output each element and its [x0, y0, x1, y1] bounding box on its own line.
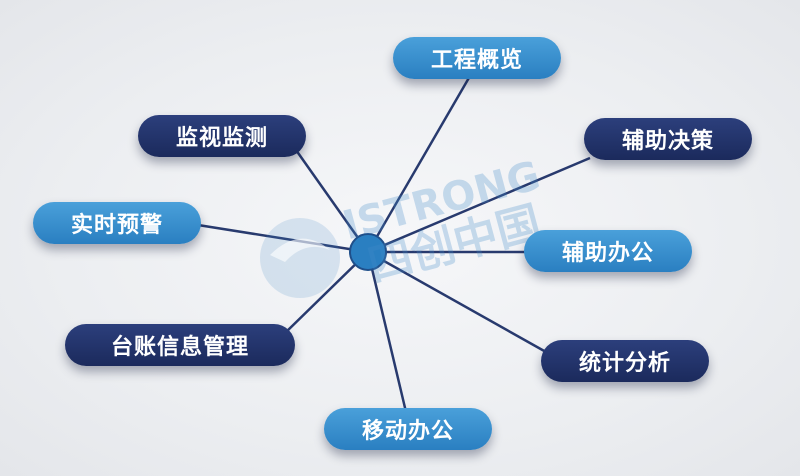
node-mobile-office: 移动办公: [324, 408, 492, 450]
node-label: 监视监测: [175, 126, 268, 151]
connector-yujing: [197, 223, 369, 254]
node-label: 辅助决策: [621, 129, 714, 154]
node-decision-support: 辅助决策: [584, 118, 752, 160]
node-label: 台账信息管理: [110, 335, 249, 360]
node-office-assist: 辅助办公: [524, 230, 692, 272]
node-monitoring: 监视监测: [138, 115, 306, 157]
connector-yidong: [366, 251, 408, 413]
node-statistics: 统计分析: [541, 340, 709, 382]
node-label: 实时预警: [70, 213, 163, 238]
node-gongcheng-overview: 工程概览: [393, 37, 561, 79]
hub-circle: [349, 233, 387, 271]
connector-tongji: [367, 250, 547, 354]
connector-gongcheng: [366, 75, 472, 253]
node-realtime-alert: 实时预警: [33, 202, 201, 244]
node-ledger-management: 台账信息管理: [65, 324, 295, 366]
node-label: 移动办公: [361, 419, 454, 444]
connector-juece: [367, 156, 591, 254]
node-label: 辅助办公: [561, 241, 654, 266]
connector-jiance: [294, 149, 370, 253]
node-label: 工程概览: [430, 48, 523, 73]
node-label: 统计分析: [578, 351, 671, 376]
connector-taizhang: [283, 251, 369, 335]
